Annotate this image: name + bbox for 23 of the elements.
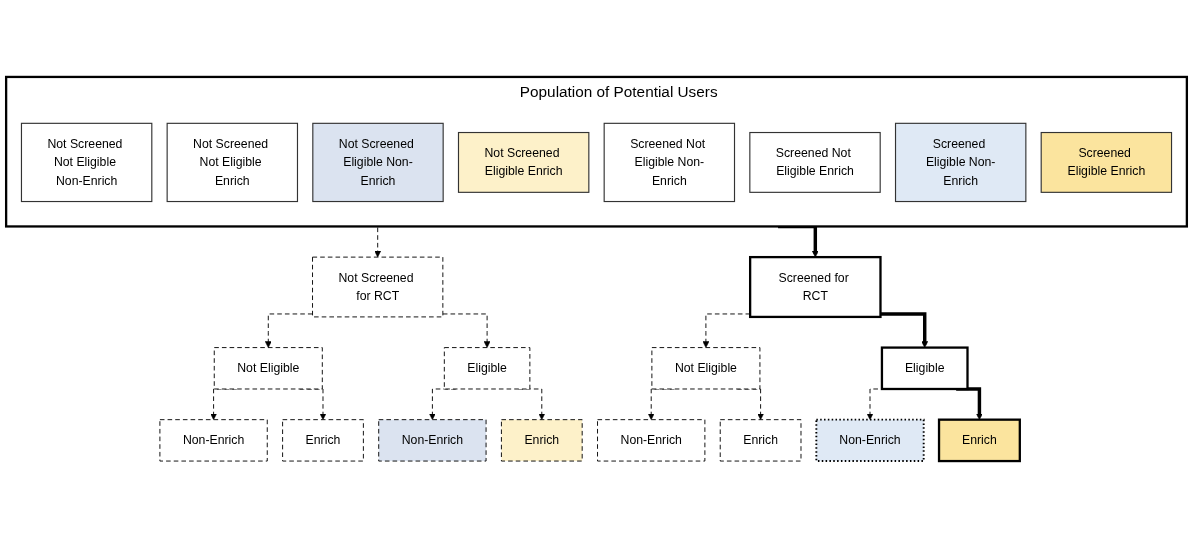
node-box: Screened Not Eligible Enrich — [749, 131, 881, 193]
node-box: Not Screened Eligible Non-Enrich — [312, 122, 444, 203]
node-box: Eligible — [443, 347, 531, 390]
node-box: Not Eligible — [651, 347, 761, 390]
node-box: Not Eligible — [213, 347, 323, 390]
node-box: Screened Eligible Enrich — [1040, 131, 1173, 193]
node-box: Screened Eligible Non-Enrich — [894, 122, 1027, 203]
node-box: Enrich — [719, 419, 802, 462]
node-box: Enrich — [282, 419, 364, 462]
node-box: Non-Enrich — [815, 418, 925, 462]
node-box: Enrich — [937, 418, 1021, 463]
node-box: Screened for RCT — [749, 255, 882, 319]
node-box: Eligible — [880, 346, 969, 391]
node-box: Non-Enrich — [597, 419, 706, 462]
node-box: Not Screened for RCT — [312, 256, 444, 318]
node-box: Not Screened Not Eligible Enrich — [166, 122, 299, 203]
node-box: Screened Not Eligible Non-Enrich — [603, 122, 736, 203]
node-box: Enrich — [500, 419, 583, 462]
arrow — [880, 312, 929, 348]
node-box: Non-Enrich — [159, 419, 268, 462]
node-box: Not Screened Eligible Enrich — [457, 131, 590, 193]
node-box: Non-Enrich — [378, 419, 487, 462]
node-box: Not Screened Not Eligible Non-Enrich — [20, 122, 153, 203]
